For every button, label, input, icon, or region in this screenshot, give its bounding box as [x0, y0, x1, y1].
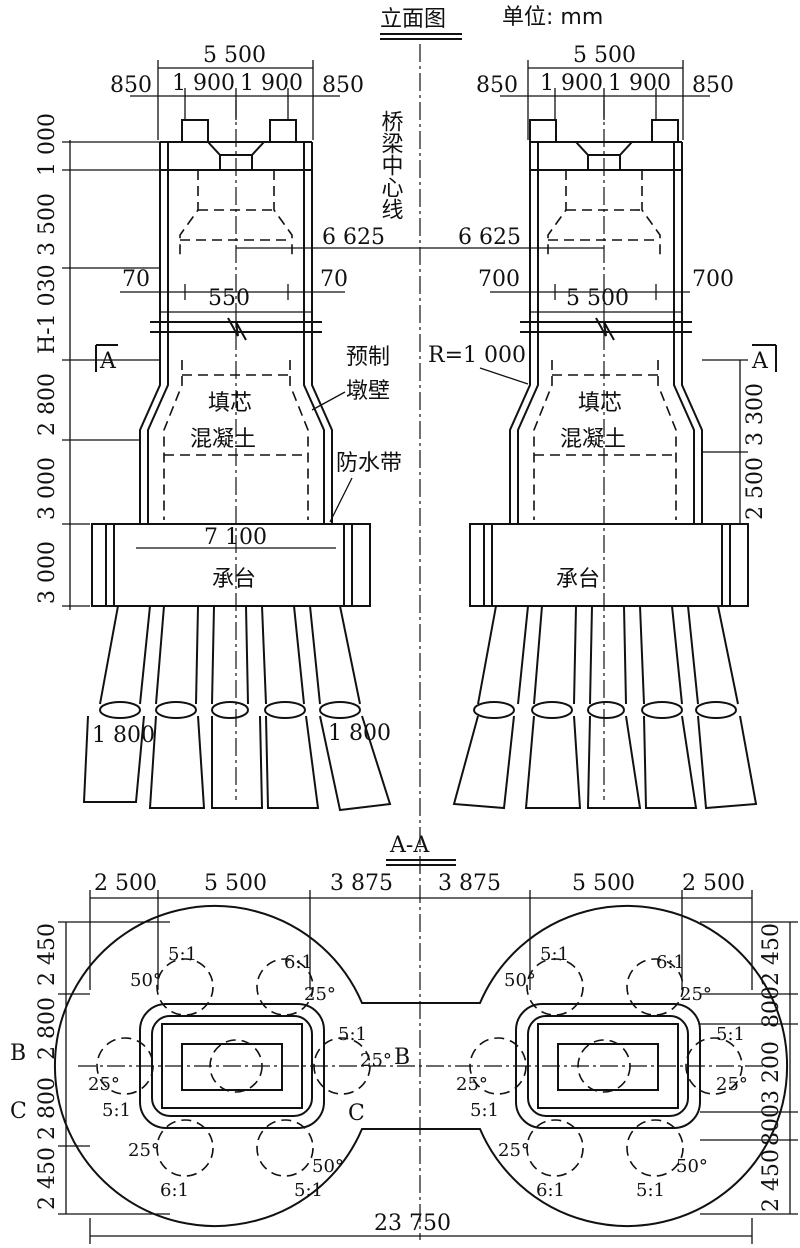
precast-label-2: 墩壁: [346, 379, 390, 404]
fill-label-r1: 填芯: [578, 391, 622, 416]
dim-850-left-a: 850: [110, 73, 152, 98]
vdim-h1030: H-1 030: [35, 264, 60, 354]
slope-r2: 6:1: [656, 952, 685, 973]
dim-1900-left-a: 1 900: [172, 71, 235, 96]
plan-vdim-2450-b: 2 450: [35, 1147, 60, 1210]
section-a-right: A: [751, 349, 769, 374]
plan-dim-5500-b: 5 500: [572, 871, 635, 896]
slope-r6: 5:1: [636, 1180, 665, 1201]
slope-3: 5:1: [338, 1024, 367, 1045]
pile-dia-left: 1 800: [92, 723, 155, 748]
left-pier: 5 500 850 1 900 1 900 850: [110, 43, 402, 800]
slope-1: 5:1: [168, 944, 197, 965]
right-pier: 5 500 850 1 900 1 900 850: [428, 43, 777, 800]
precast-wall-hatch-right: [537, 1023, 679, 1109]
angle-1: 50°: [130, 970, 162, 991]
plan-rvdim-3200: 3 200: [759, 1041, 784, 1104]
piles: 1 800 1 800: [82, 605, 758, 812]
plan-vdim-2800-b: 2 800: [35, 1077, 60, 1140]
plan-rvdim-2450-b: 2 450: [759, 1149, 784, 1212]
angle-r3: 25°: [716, 1074, 748, 1095]
waterstop-label: 防水带: [336, 451, 402, 476]
dim-5500-inner: 5 500: [566, 286, 629, 311]
plan-dim-3875-b: 3 875: [438, 871, 501, 896]
plan-dim-2500-b: 2 500: [682, 871, 745, 896]
fill-label-r2: 混凝土: [560, 427, 626, 452]
plan-dim-5500-a: 5 500: [204, 871, 267, 896]
dim-850-right-b: 850: [692, 73, 734, 98]
slope-5: 6:1: [160, 1180, 189, 1201]
dim-70-left: 70: [122, 267, 150, 292]
dim-70-right: 70: [320, 267, 348, 292]
angle-r5: 25°: [498, 1140, 530, 1161]
slope-r1: 5:1: [540, 944, 569, 965]
left-vertical-dims: 1 000 3 500 H-1 030 2 800 3 000 3 000 A: [35, 113, 160, 610]
angle-3: 25°: [360, 1050, 392, 1071]
plan-view: A-A 2 500 5 500 3 875 3 875 5 500 2 500: [10, 833, 798, 1244]
slope-4: 5:1: [102, 1100, 131, 1121]
angle-6: 50°: [312, 1156, 344, 1177]
slope-r3: 5:1: [716, 1024, 745, 1045]
dim-700-left: 700: [478, 267, 520, 292]
fill-label-2: 混凝土: [190, 427, 256, 452]
elevation-title: 立面图: [380, 7, 446, 32]
elevation-view: 立面图 单位: mm 桥梁中心线 5 500 850 1 900 1 900 8…: [35, 5, 777, 1240]
dim-5500-right: 5 500: [573, 43, 636, 68]
angle-2: 25°: [304, 984, 336, 1005]
dim-550-left: 550: [208, 286, 250, 311]
dim-5500-left: 5 500: [203, 43, 266, 68]
angle-r6: 50°: [676, 1156, 708, 1177]
vdim-2500: 2 500: [743, 457, 768, 520]
dim-1900-right-a: 1 900: [540, 71, 603, 96]
precast-label-1: 预制: [346, 345, 390, 370]
dim-850-left-b: 850: [322, 73, 364, 98]
radius-label: R=1 000: [428, 343, 526, 368]
vdim-3300: 3 300: [743, 383, 768, 446]
plan-vdim-2800-a: 2 800: [35, 997, 60, 1060]
bridge-center-label: 桥梁中心线: [378, 110, 404, 220]
angle-4: 25°: [88, 1074, 120, 1095]
cap-label-right: 承台: [556, 567, 600, 592]
slope-r5: 6:1: [536, 1180, 565, 1201]
slope-r4: 5:1: [470, 1100, 499, 1121]
vdim-1000: 1 000: [35, 113, 60, 176]
footing-outline: [53, 905, 789, 1227]
plan-total-dim: 23 750: [374, 1211, 451, 1236]
section-c-right: C: [348, 1101, 365, 1126]
angle-r4: 25°: [456, 1074, 488, 1095]
slope-2: 6:1: [284, 952, 313, 973]
section-b-left: B: [10, 1041, 26, 1066]
plan-vdim-2450-a: 2 450: [35, 923, 60, 986]
plan-rvdim-800-a: 800: [759, 986, 784, 1028]
section-c-left: C: [10, 1099, 27, 1124]
plan-dim-3875-a: 3 875: [330, 871, 393, 896]
slope-6: 5:1: [294, 1180, 323, 1201]
offset-right: 6 625: [458, 225, 521, 250]
vdim-2800: 2 800: [35, 373, 60, 436]
angle-5: 25°: [128, 1140, 160, 1161]
dim-700-right: 700: [692, 267, 734, 292]
angle-r1: 50°: [504, 970, 536, 991]
offset-left: 6 625: [322, 225, 385, 250]
dim-850-right-a: 850: [476, 73, 518, 98]
section-a-left: A: [99, 349, 117, 374]
plan-rvdim-2450-a: 2 450: [759, 923, 784, 986]
plan-title: A-A: [389, 833, 430, 858]
dim-1900-right-b: 1 900: [608, 71, 671, 96]
vdim-3000b: 3 000: [35, 541, 60, 604]
cap-label-left: 承台: [212, 567, 256, 592]
fill-label-1: 填芯: [208, 391, 252, 416]
vdim-3500: 3 500: [35, 193, 60, 256]
angle-r2: 25°: [680, 984, 712, 1005]
dim-1900-left-b: 1 900: [240, 71, 303, 96]
unit-label: 单位: mm: [502, 5, 603, 30]
pile-caps: 7 100 承台 承台: [91, 523, 749, 607]
cap-width-dim: 7 100: [204, 525, 267, 550]
pile-dia-right: 1 800: [328, 721, 391, 746]
vdim-3000a: 3 000: [35, 457, 60, 520]
plan-dim-2500-a: 2 500: [94, 871, 157, 896]
section-b-right: B: [394, 1045, 410, 1070]
plan-rvdim-800-b: 800: [759, 1104, 784, 1146]
